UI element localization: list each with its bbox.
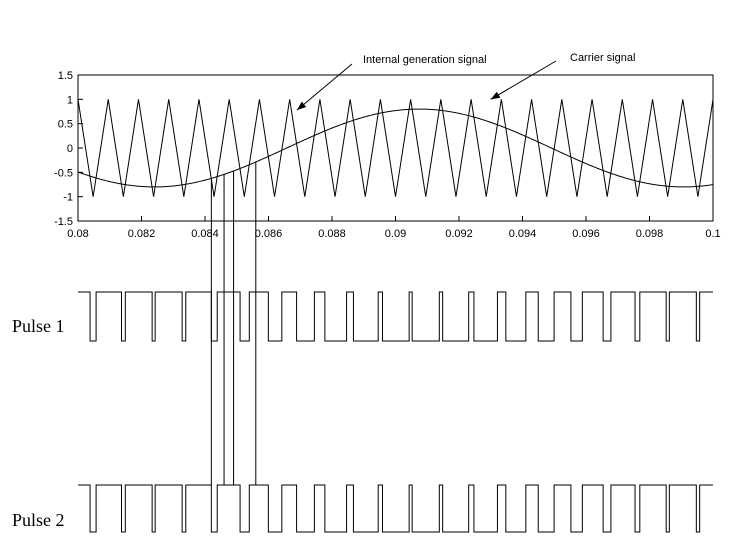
x-tick-label: 0.088 [318, 228, 346, 240]
pulse-label-1: Pulse 1 [12, 316, 65, 336]
x-tick-label: 0.09 [385, 228, 406, 240]
y-tick-label: 1.5 [58, 70, 73, 82]
pulse-train-2 [78, 484, 713, 533]
internal-generation-signal-line [77, 108, 714, 188]
annotation-label: Carrier signal [570, 52, 635, 64]
x-tick-label: 0.098 [636, 228, 664, 240]
pulse-train-1 [78, 291, 713, 342]
plot-frame [77, 74, 714, 222]
x-tick-label: 0.084 [191, 228, 219, 240]
y-tick-label: -0.5 [54, 167, 73, 179]
axes: 0.08 0.082 0.084 0.086 0.088 0.09 0.092 0.094 0.… [54, 70, 721, 240]
pulse-label-2: Pulse 2 [12, 510, 65, 530]
x-tick-label: 0.1 [705, 228, 720, 240]
y-tick-label: 0.5 [58, 119, 73, 131]
x-tick-label: 0.092 [445, 228, 473, 240]
guide-lines [210, 161, 257, 485]
carrier-signal-line [77, 99, 714, 197]
y-tick-label: 1 [67, 94, 73, 106]
x-tick-label: 0.094 [509, 228, 537, 240]
annotation-arrowhead [490, 91, 501, 100]
annotation-arrowhead [297, 101, 307, 111]
y-tick-label: -1.5 [54, 216, 73, 228]
annotation-arrow-line [490, 60, 557, 100]
x-tick-label: 0.086 [255, 228, 283, 240]
annotation-label: Internal generation signal [363, 54, 487, 66]
annotation-arrow-line [296, 63, 353, 111]
x-tick-label: 0.096 [572, 228, 600, 240]
curves [77, 99, 714, 197]
pulse-trains: Pulse 1 Pulse 2 [12, 291, 713, 533]
annotations: Internal generation signal Carrier signal [296, 52, 635, 111]
x-tick-label: 0.08 [67, 228, 88, 240]
x-tick-label: 0.082 [128, 228, 156, 240]
y-tick-label: 0 [67, 143, 73, 155]
y-tick-label: -1 [63, 192, 73, 204]
